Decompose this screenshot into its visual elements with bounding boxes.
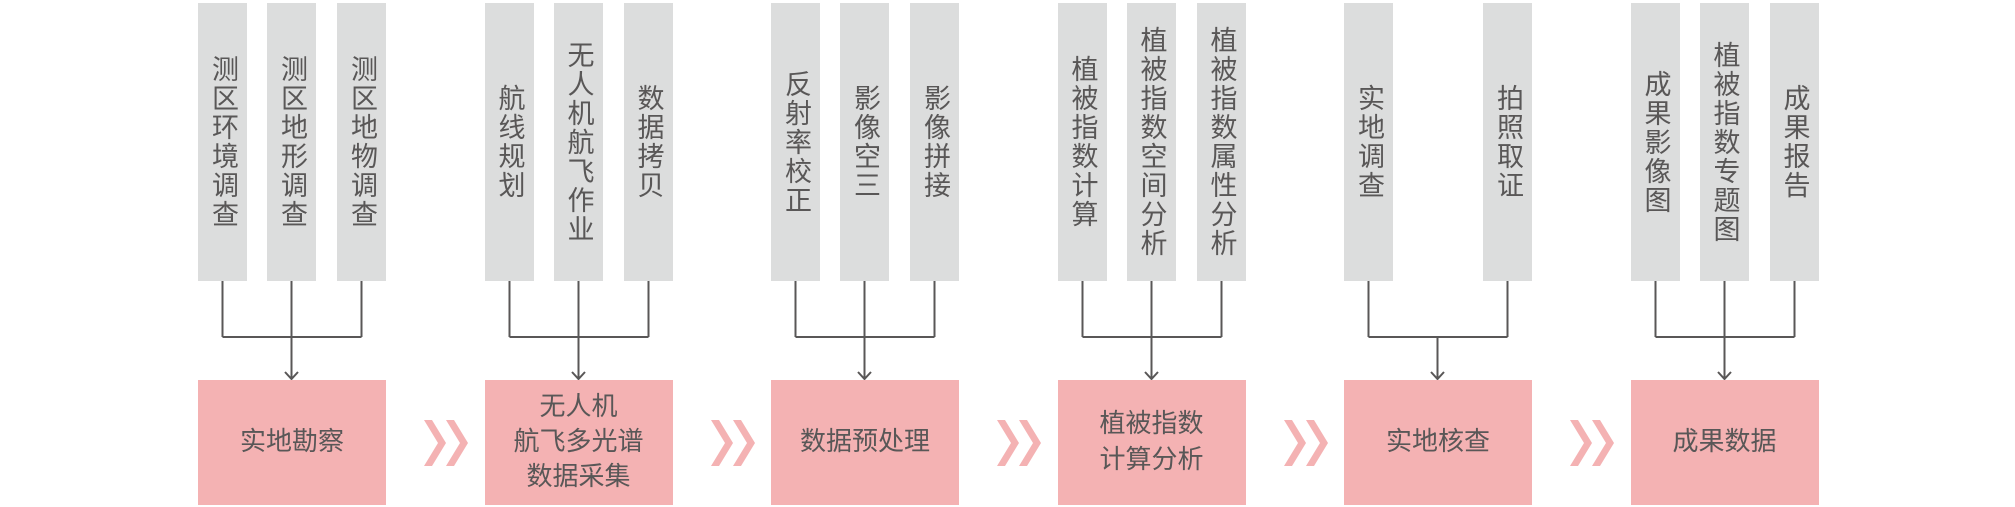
input-label: 航线规划 (493, 84, 525, 200)
step-title: 数据预处理 (799, 426, 930, 457)
input-label: 植被指数属性分析 (1205, 26, 1237, 258)
step-group: 测区环境调查 测区地形调查 测区地物调查实地勘察 (198, 0, 386, 507)
step-title: 实地核查 (1385, 426, 1490, 457)
step-group: 航线规划 无人机航飞作业 数据拷贝无人机 航飞多光谱 数据采集 (484, 0, 673, 507)
step-title: 植被指数 计算分析 (1099, 409, 1204, 475)
step-group: 植被指数计算 植被指数空间分析 植被指数属性分析植被指数 计算分析 (1057, 0, 1246, 507)
arrow-connector (1654, 281, 1795, 381)
arrow-connector (794, 281, 936, 381)
input-box: 实地调查 (1344, 3, 1393, 281)
input-box: 成果报告 (1769, 3, 1819, 281)
step-box: 数据预处理 (771, 380, 959, 505)
step-group: 实地调查 拍照取证实地核查 (1344, 0, 1532, 507)
connector-lines (1081, 281, 1222, 381)
arrow-connector (1081, 281, 1222, 381)
arrow-connector (1367, 281, 1509, 381)
connector-lines (1654, 281, 1795, 381)
double-chevron-right-icon (710, 420, 755, 466)
step-box: 实地勘察 (198, 380, 386, 505)
input-box: 植被指数专题图 (1699, 3, 1749, 281)
step-group: 成果影像图 植被指数专题图 成果报告成果数据 (1630, 0, 1819, 507)
input-label: 测区地形调查 (276, 55, 307, 229)
double-chevron-right-icon (997, 420, 1041, 466)
step-group: 反射率校正 影像空三 影像拼接数据预处理 (771, 0, 959, 507)
input-label: 反射率校正 (780, 69, 811, 215)
step-box: 无人机 航飞多光谱 数据采集 (484, 380, 673, 505)
input-label: 无人机航飞作业 (562, 40, 594, 244)
step-box: 植被指数 计算分析 (1057, 380, 1246, 505)
step-box: 成果数据 (1630, 380, 1819, 505)
input-label: 植被指数空间分析 (1135, 26, 1167, 258)
input-box: 植被指数属性分析 (1196, 3, 1246, 281)
input-label: 影像拼接 (919, 84, 950, 200)
input-box: 测区地形调查 (267, 3, 316, 281)
input-box: 数据拷贝 (623, 3, 673, 281)
input-box: 拍照取证 (1483, 3, 1532, 281)
double-chevron-right-icon (424, 420, 468, 466)
input-box: 测区环境调查 (198, 3, 247, 281)
input-box: 影像拼接 (910, 3, 959, 281)
input-box: 反射率校正 (771, 3, 820, 281)
input-box: 植被指数计算 (1057, 3, 1107, 281)
connector-lines (794, 281, 936, 381)
input-box: 无人机航飞作业 (553, 3, 603, 281)
input-box: 航线规划 (484, 3, 534, 281)
arrow-connector (508, 281, 649, 381)
input-label: 成果报告 (1778, 84, 1810, 200)
input-label: 影像空三 (849, 84, 880, 200)
double-chevron-right-icon (1283, 420, 1328, 466)
connector-lines (1367, 281, 1509, 381)
step-title: 无人机 航飞多光谱 数据采集 (513, 391, 644, 493)
input-label: 实地调查 (1353, 84, 1384, 200)
input-label: 植被指数专题图 (1708, 40, 1740, 244)
step-title: 实地勘察 (239, 426, 344, 457)
arrow-connector (221, 281, 363, 381)
connector-lines (221, 281, 363, 381)
input-label: 成果影像图 (1639, 69, 1671, 215)
double-chevron-right-icon (1570, 420, 1614, 466)
input-box: 影像空三 (840, 3, 889, 281)
input-box: 植被指数空间分析 (1126, 3, 1176, 281)
input-label: 拍照取证 (1492, 84, 1523, 200)
input-box: 成果影像图 (1630, 3, 1680, 281)
step-box: 实地核查 (1344, 380, 1532, 505)
input-box: 测区地物调查 (337, 3, 386, 281)
step-title: 成果数据 (1672, 426, 1777, 457)
input-label: 测区地物调查 (346, 55, 377, 229)
connector-lines (508, 281, 649, 381)
input-label: 数据拷贝 (632, 84, 664, 200)
input-label: 植被指数计算 (1066, 55, 1098, 229)
input-label: 测区环境调查 (207, 55, 238, 229)
